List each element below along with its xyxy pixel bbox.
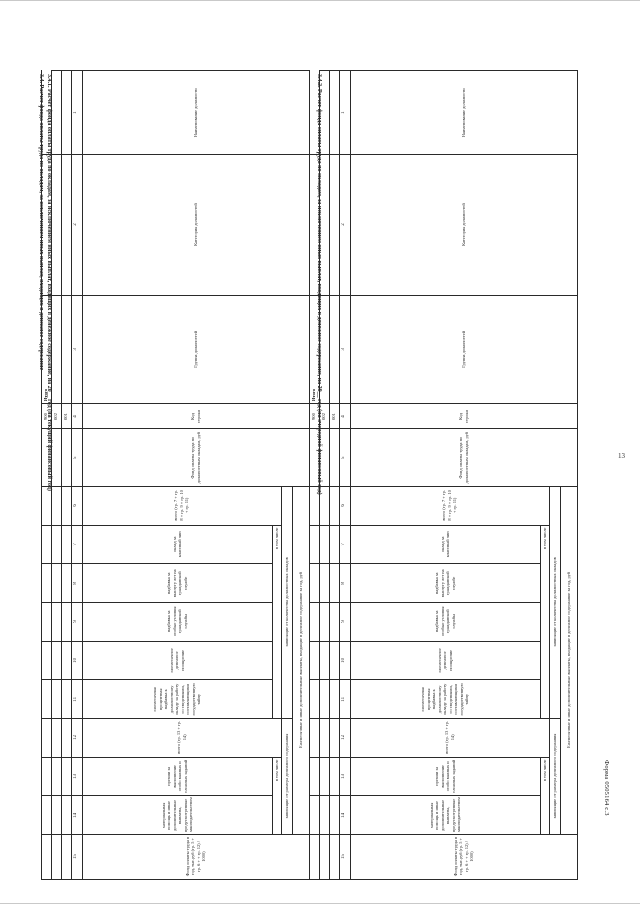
total-code: 900 <box>309 403 320 429</box>
hdr-including-b: в том числе <box>540 757 550 835</box>
column-number-row: 1 2 3 4 5 6 7 8 9 10 11 12 13 14 15 <box>339 70 351 880</box>
col-number: 15 <box>71 834 83 880</box>
row-code: 002 <box>51 403 62 429</box>
hdr-by-official-salaries: зависящие от количества должностных окла… <box>549 486 561 719</box>
scan-edge-top <box>0 0 640 1</box>
col-number: 9 <box>339 602 351 642</box>
table-row: 001 <box>61 70 72 880</box>
hdr-col-15: Фонд оплаты труда в год, тыс.руб (гр. 5 … <box>82 834 310 880</box>
col-number: 2 <box>339 154 351 296</box>
hdr-col-13: премии за выполнение особо важных и слож… <box>350 757 541 796</box>
hdr-col-10: ежемесячное денежное поощрение <box>82 641 273 680</box>
form-reference: Форма 0505164 с.3 <box>603 760 610 816</box>
hdr-salary-fund: Фонд оплаты труда по должностным окладам… <box>350 428 578 487</box>
hdr-total-6: всего (гр. 7 + гр. 8 + гр. 9 + гр. 10 + … <box>82 486 282 526</box>
row-code: 002 <box>319 403 330 429</box>
col-number: 6 <box>71 486 83 526</box>
hdr-by-monthly-pay: зависящие от размера денежного содержани… <box>281 718 293 835</box>
rotated-page: Форма 0505164 с.3 3.4. Расчет фонда опла… <box>18 70 618 880</box>
hdr-by-monthly-pay: зависящие от размера денежного содержани… <box>549 718 561 835</box>
col-number: 12 <box>71 718 83 757</box>
hdr-allowances-group: Ежемесячные и иные дополнительные выплат… <box>560 486 578 835</box>
col-number: 5 <box>71 428 83 487</box>
row-code: 001 <box>329 403 340 429</box>
col-number: 1 <box>71 70 83 155</box>
hdr-col-15: Фонд оплаты труда в год, тыс.руб (гр. 5 … <box>350 834 578 880</box>
hdr-col-10: ежемесячное денежное поощрение <box>350 641 541 680</box>
hdr-row-code: Код строки <box>82 403 310 429</box>
table1: Наименование должности Категория должнос… <box>41 70 310 880</box>
col-number: 11 <box>339 679 351 719</box>
col-number: 6 <box>339 486 351 526</box>
col-number: 14 <box>339 795 351 835</box>
table1-grid: Наименование должности Категория должнос… <box>41 70 310 880</box>
hdr-allowances-group: Ежемесячные и иные дополнительные выплат… <box>292 486 310 835</box>
col-number: 4 <box>339 403 351 429</box>
hdr-position-group: Группа должностей <box>350 295 578 404</box>
table-row: 002 <box>51 70 62 880</box>
hdr-salary-fund: Фонд оплаты труда по должностным окладам… <box>82 428 310 487</box>
col-number: 4 <box>71 403 83 429</box>
hdr-col-9: надбавка за особые условия гражданской с… <box>82 602 273 642</box>
hdr-col-14: материальная помощь и иные дополнительны… <box>350 795 541 835</box>
hdr-col-8: надбавка за выслугу лет на гражданской с… <box>82 563 273 603</box>
table2-grid: Наименование должности Категория должнос… <box>309 70 578 880</box>
total-label: Итого <box>309 295 320 404</box>
hdr-position-name: Наименование должности <box>350 70 578 155</box>
hdr-including-b: в том числе <box>272 757 282 835</box>
col-number: 2 <box>71 154 83 296</box>
col-number: 1 <box>339 70 351 155</box>
hdr-col-14: материальная помощь и иные дополнительны… <box>82 795 273 835</box>
col-number: 10 <box>71 641 83 680</box>
hdr-col-11: ежемесячная процентная надбавка к должно… <box>82 679 273 719</box>
total-code: 900 <box>41 403 52 429</box>
col-number: 3 <box>339 295 351 404</box>
hdr-including-a: в том числе <box>540 525 550 719</box>
hdr-col-13: премии за выполнение особо важных и слож… <box>82 757 273 796</box>
hdr-total-12: всего (гр. 13 + гр. 14) <box>82 718 282 757</box>
hdr-total-6: всего (гр. 7 + гр. 8 + гр. 9 + гр. 10 + … <box>350 486 550 526</box>
table-row: 001 <box>329 70 340 880</box>
hdr-position-category: Категория должностей <box>350 154 578 296</box>
col-number: 10 <box>339 641 351 680</box>
scan-edge-bottom <box>0 903 640 904</box>
col-number: 8 <box>339 563 351 603</box>
table2: Наименование должности Категория должнос… <box>309 70 578 880</box>
col-number: 7 <box>339 525 351 564</box>
col-number: 5 <box>339 428 351 487</box>
col-number: 12 <box>339 718 351 757</box>
total-row: Итого 900 <box>309 70 320 880</box>
table-row: 002 <box>319 70 330 880</box>
col-number: 15 <box>339 834 351 880</box>
hdr-position-category: Категория должностей <box>82 154 310 296</box>
hdr-total-12: всего (гр. 13 + гр. 14) <box>350 718 550 757</box>
col-number: 7 <box>71 525 83 564</box>
hdr-col-9: надбавка за особые условия гражданской с… <box>350 602 541 642</box>
col-number: 13 <box>71 757 83 796</box>
hdr-col-11: ежемесячная процентная надбавка к должно… <box>350 679 541 719</box>
col-number: 8 <box>71 563 83 603</box>
hdr-position-name: Наименование должности <box>82 70 310 155</box>
hdr-col-8: надбавка за выслугу лет на гражданской с… <box>350 563 541 603</box>
col-number: 9 <box>71 602 83 642</box>
col-number: 3 <box>71 295 83 404</box>
hdr-col-7: оклад за классный чин <box>350 525 541 564</box>
column-number-row: 1 2 3 4 5 6 7 8 9 10 11 12 13 14 15 <box>71 70 83 880</box>
hdr-by-official-salaries: зависящие от количества должностных окла… <box>281 486 293 719</box>
hdr-position-group: Группа должностей <box>82 295 310 404</box>
hdr-row-code: Код строки <box>350 403 578 429</box>
total-label: Итого <box>41 295 52 404</box>
col-number: 13 <box>339 757 351 796</box>
total-row: Итого 900 <box>41 70 52 880</box>
hdr-col-7: оклад за классный чин <box>82 525 273 564</box>
hdr-including-a: в том числе <box>272 525 282 719</box>
col-number: 11 <box>71 679 83 719</box>
col-number: 14 <box>71 795 83 835</box>
row-code: 001 <box>61 403 72 429</box>
page-number: 13 <box>618 452 625 460</box>
